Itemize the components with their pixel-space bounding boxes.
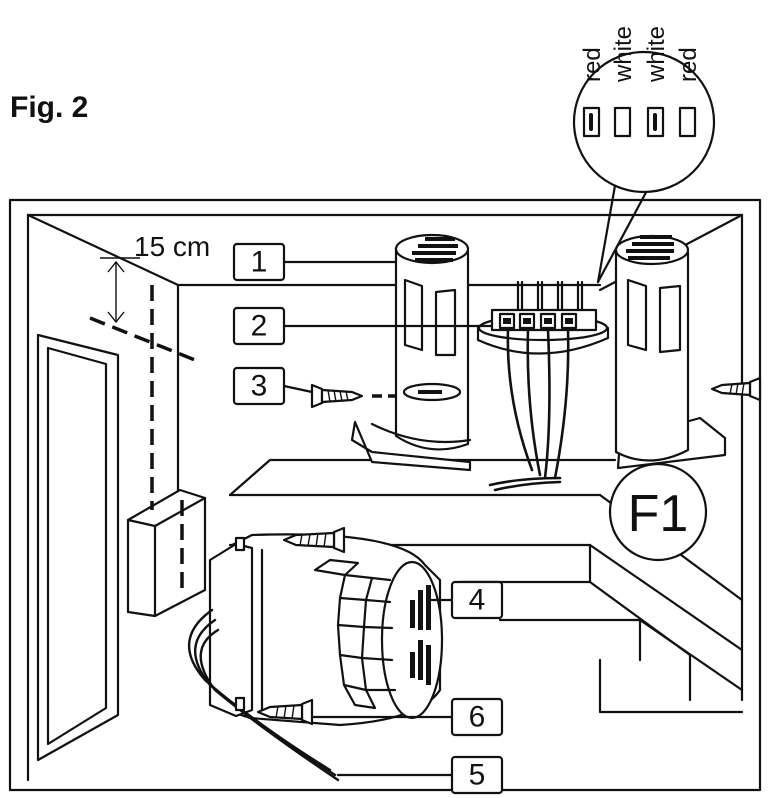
heater-cylinder-right [614,234,727,470]
callout-5: 5 [336,755,504,795]
callout-6-label: 6 [469,701,486,734]
wire-detail-zoom: red white white red [572,26,716,284]
control-box [126,488,207,618]
wire-color-4: red [675,47,702,82]
callout-6: 6 [310,697,504,737]
detail-label: F1 [628,485,689,543]
terminal-block [476,280,610,492]
dimension-marker: 15 cm [100,231,210,324]
callout-2-label: 2 [251,310,268,343]
callout-5-label: 5 [469,759,486,792]
heater-cylinder-left [350,233,472,472]
callout-4-label: 4 [469,584,486,617]
wire-color-2: white [610,26,637,83]
screw-icon [282,526,346,554]
callout-2: 2 [232,306,494,346]
callout-3: 3 [232,366,314,406]
detail-marker-f1: F1 [608,462,708,562]
callout-1: 1 [232,242,398,282]
center-lines [89,285,196,590]
callout-4: 4 [428,580,504,620]
figure-label: Fig. 2 [10,91,88,124]
door [36,333,120,762]
dimension-label: 15 cm [134,231,210,262]
callout-1-label: 1 [251,246,268,279]
wire-color-3: white [643,26,670,83]
screw-icon [256,698,314,726]
screw-icon [310,383,395,409]
callout-3-label: 3 [251,370,268,403]
screw-icon [710,376,762,402]
fan-unit [188,533,444,782]
wire-color-1: red [579,47,606,82]
